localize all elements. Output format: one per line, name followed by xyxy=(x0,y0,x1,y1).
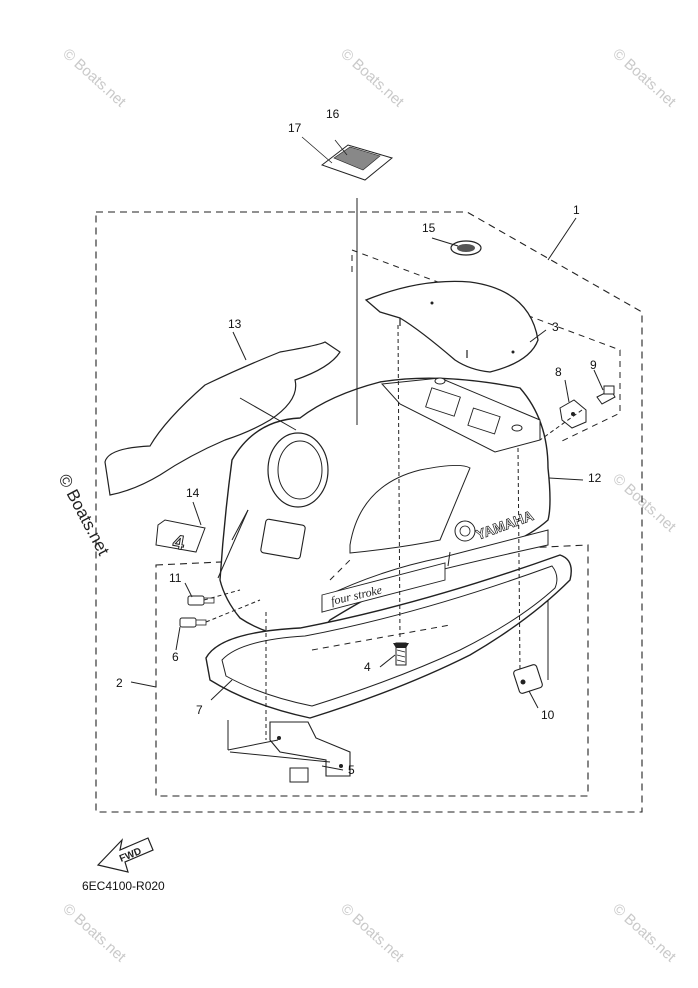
leader-lines xyxy=(130,198,604,771)
part-code: 6EC4100-R020 xyxy=(82,879,165,893)
watermark: © Boats.net xyxy=(59,900,129,966)
callout-8: 8 xyxy=(555,365,562,379)
callout-14: 14 xyxy=(186,486,200,500)
callout-15: 15 xyxy=(422,221,436,235)
assembly-1-boundary xyxy=(95,211,643,813)
callout-1: 1 xyxy=(573,203,580,217)
watermark: © Boats.net xyxy=(609,470,679,536)
seal-strip xyxy=(104,341,341,496)
bolt-4 xyxy=(393,642,409,666)
fwd-arrow: FWD xyxy=(96,837,154,873)
watermark: © Boats.net xyxy=(609,900,679,966)
watermark: © Boats.net xyxy=(59,45,129,111)
callout-10: 10 xyxy=(541,708,555,722)
callout-13: 13 xyxy=(228,317,242,331)
callout-6: 6 xyxy=(172,650,179,664)
watermark-main: © Boats.net xyxy=(54,471,113,559)
watermark: © Boats.net xyxy=(337,45,407,111)
top-cowling-frame xyxy=(351,249,621,443)
bracket-5 xyxy=(269,721,351,783)
emblem xyxy=(450,240,482,256)
screw-9 xyxy=(596,385,616,405)
callout-4: 4 xyxy=(364,660,371,674)
watermark: © Boats.net xyxy=(337,900,407,966)
clip-10 xyxy=(513,664,543,694)
latch-8 xyxy=(559,399,587,429)
callout-2: 2 xyxy=(116,676,123,690)
callout-5: 5 xyxy=(348,763,355,777)
decal-sheet xyxy=(301,136,394,181)
callout-11: 11 xyxy=(169,571,182,585)
top-cover xyxy=(364,280,539,373)
callout-3: 3 xyxy=(552,320,559,334)
callout-17: 17 xyxy=(288,121,302,135)
screw-6 xyxy=(179,617,207,628)
callout-16: 16 xyxy=(326,107,340,121)
decal-14: 4 xyxy=(155,519,206,556)
top-cowling: four stroke YAMAHA xyxy=(219,377,551,641)
callout-9: 9 xyxy=(590,358,597,372)
screw-11 xyxy=(187,595,215,606)
watermark: © Boats.net xyxy=(609,45,679,111)
callouts: 1 2 3 4 5 6 7 8 9 10 11 12 13 14 15 16 1… xyxy=(116,107,602,777)
callout-12: 12 xyxy=(588,471,602,485)
callout-7: 7 xyxy=(196,703,203,717)
